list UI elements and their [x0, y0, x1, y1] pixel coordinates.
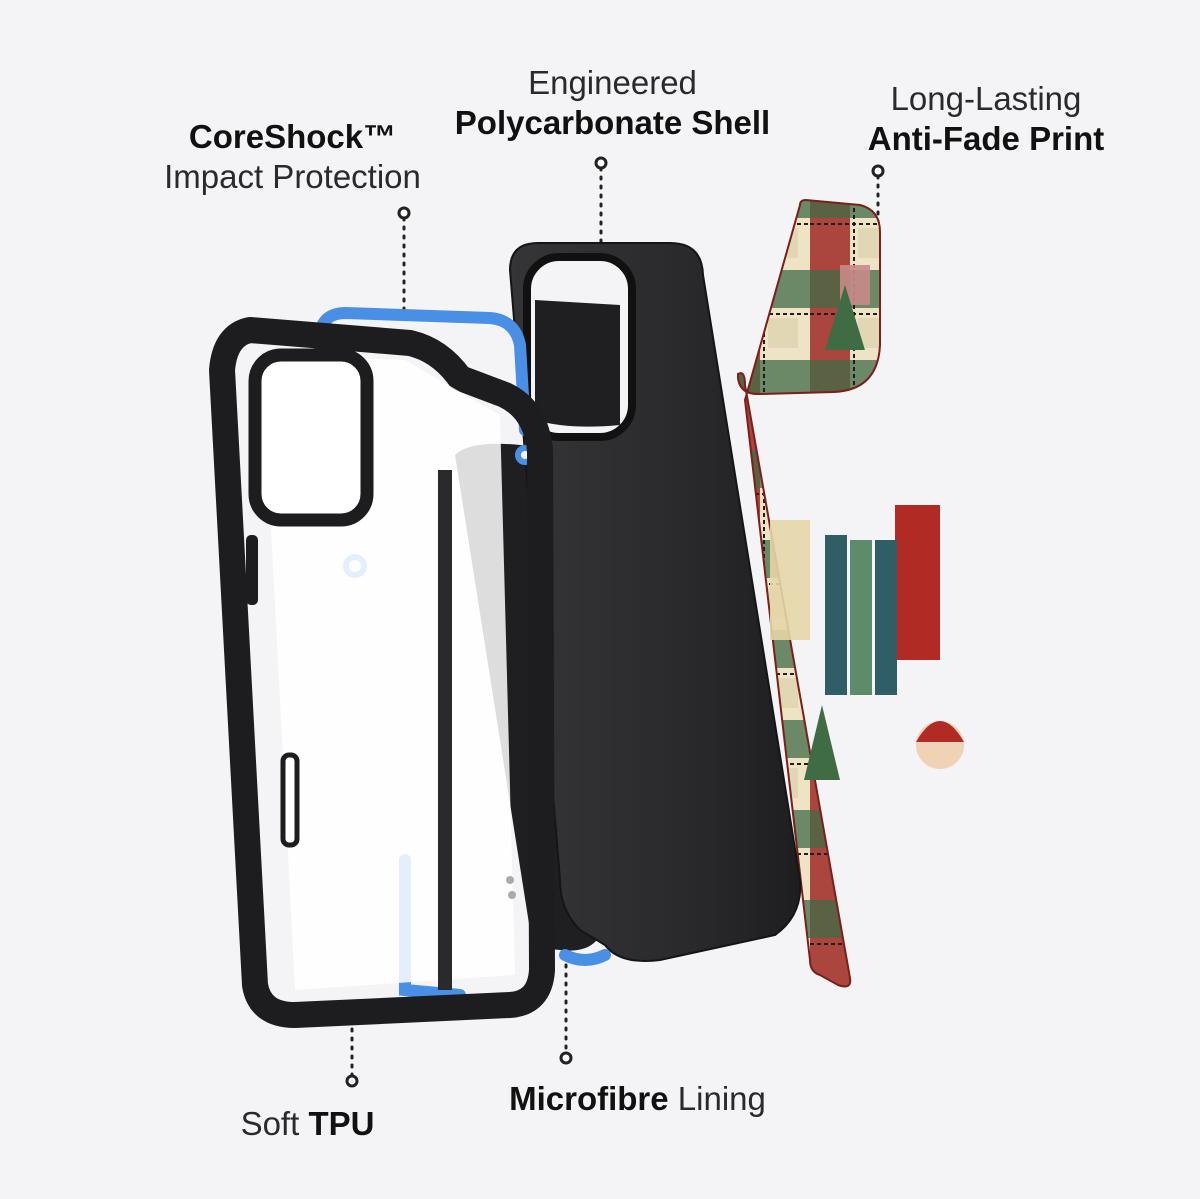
- callout-tpu: [345, 1018, 359, 1088]
- callout-coreshock: [397, 206, 411, 314]
- side-button-cutout: [280, 752, 300, 848]
- label-print: Long-Lasting Anti-Fade Print: [850, 79, 1122, 158]
- label-print-subtitle: Long-Lasting: [890, 80, 1082, 117]
- label-tpu-subtitle: Soft: [240, 1105, 309, 1142]
- label-tpu: Soft TPU: [225, 1104, 390, 1144]
- label-print-title: Anti-Fade Print: [867, 119, 1105, 157]
- callout-dot-icon: [345, 1074, 359, 1088]
- camera-frame: [248, 348, 374, 527]
- callout-shell: [594, 156, 608, 254]
- label-shell-title: Polycarbonate Shell: [454, 103, 771, 141]
- print-panel: [737, 198, 964, 988]
- callout-dot-icon: [594, 156, 608, 170]
- label-tpu-title: TPU: [308, 1105, 375, 1142]
- christmas-tree-icon: [804, 705, 840, 780]
- label-shell-subtitle: Engineered: [528, 64, 697, 101]
- nutcracker-icon: [850, 540, 872, 695]
- christmas-tree-icon: [825, 285, 865, 350]
- label-lining-title: Microfibre: [509, 1080, 669, 1117]
- callout-dot-icon: [397, 206, 411, 220]
- tpu-frame: [209, 317, 555, 1028]
- callout-dot-icon: [559, 1051, 573, 1065]
- label-lining-subtitle: Lining: [668, 1080, 766, 1117]
- phone-booth-icon: [895, 505, 940, 660]
- shopfront-icon: [770, 520, 810, 640]
- label-coreshock-subtitle: Impact Protection: [164, 157, 421, 195]
- callout-lining: [559, 963, 573, 1065]
- nutcracker-icon: [875, 540, 897, 695]
- label-coreshock: CoreShock™ Impact Protection: [150, 117, 435, 196]
- callout-dot-icon: [871, 164, 885, 178]
- label-shell: Engineered Polycarbonate Shell: [440, 63, 785, 142]
- label-lining: Microfibre Lining: [490, 1079, 785, 1119]
- volume-button: [246, 535, 258, 605]
- nutcracker-icon: [825, 535, 847, 695]
- label-coreshock-title: CoreShock™: [188, 118, 397, 155]
